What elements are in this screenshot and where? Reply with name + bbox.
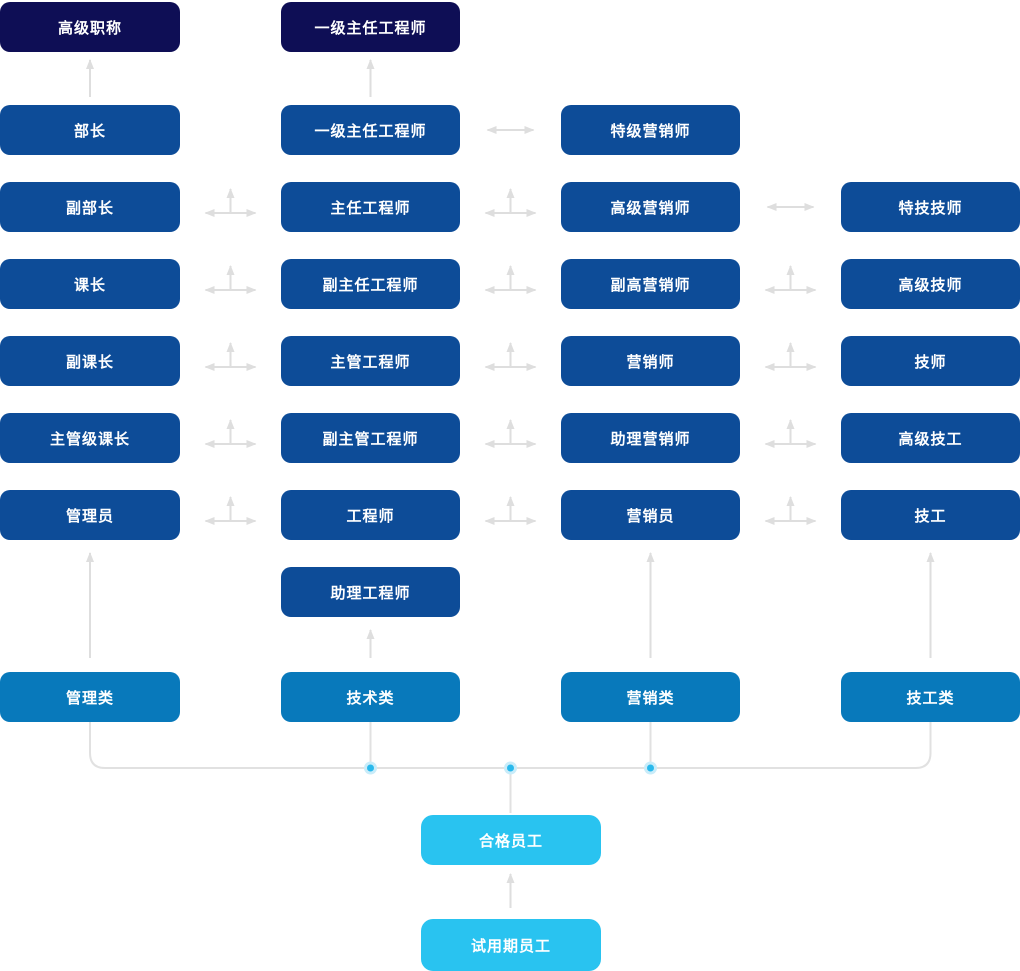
category-box-technical: 技术类 (281, 672, 460, 722)
level-box-management-r0: 高级职称 (0, 2, 180, 52)
threeway-arrow (484, 342, 537, 371)
threeway-arrow (484, 419, 537, 448)
threeway-arrow (764, 496, 817, 525)
threeway-arrow (764, 419, 817, 448)
qualified-employee-box: 合格员工 (421, 815, 601, 865)
level-box-management-r5: 主管级课长 (0, 413, 180, 463)
level-box-worker-r6: 技工 (841, 490, 1020, 540)
threeway-arrow (484, 265, 537, 294)
level-box-technical-r7: 助理工程师 (281, 567, 460, 617)
threeway-arrow (764, 265, 817, 294)
level-box-marketing-r3: 副高营销师 (561, 259, 740, 309)
level-box-technical-r4: 主管工程师 (281, 336, 460, 386)
category-box-management: 管理类 (0, 672, 180, 722)
level-box-technical-r5: 副主管工程师 (281, 413, 460, 463)
level-box-technical-r6: 工程师 (281, 490, 460, 540)
threeway-arrow (484, 496, 537, 525)
level-box-technical-r3: 副主任工程师 (281, 259, 460, 309)
level-box-management-r3: 课长 (0, 259, 180, 309)
category-box-marketing: 营销类 (561, 672, 740, 722)
level-box-management-r4: 副课长 (0, 336, 180, 386)
threeway-arrow (204, 265, 257, 294)
threeway-arrow (204, 342, 257, 371)
level-box-marketing-r2: 高级营销师 (561, 182, 740, 232)
threeway-arrow (204, 496, 257, 525)
threeway-arrow (484, 188, 537, 217)
level-box-marketing-r6: 营销员 (561, 490, 740, 540)
level-box-marketing-r4: 营销师 (561, 336, 740, 386)
level-box-management-r6: 管理员 (0, 490, 180, 540)
level-box-worker-r4: 技师 (841, 336, 1020, 386)
threeway-arrow (204, 188, 257, 217)
probation-employee-box: 试用期员工 (421, 919, 601, 971)
level-box-worker-r3: 高级技师 (841, 259, 1020, 309)
level-box-technical-r0: 一级主任工程师 (281, 2, 460, 52)
junction-dot (364, 761, 377, 775)
junction-dot (504, 761, 517, 775)
level-box-worker-r2: 特技技师 (841, 182, 1020, 232)
level-box-worker-r5: 高级技工 (841, 413, 1020, 463)
junction-dot (644, 761, 657, 775)
level-box-marketing-r5: 助理营销师 (561, 413, 740, 463)
level-box-management-r2: 副部长 (0, 182, 180, 232)
level-box-technical-r1: 一级主任工程师 (281, 105, 460, 155)
level-box-technical-r2: 主任工程师 (281, 182, 460, 232)
level-box-management-r1: 部长 (0, 105, 180, 155)
threeway-arrow (764, 342, 817, 371)
threeway-arrow (204, 419, 257, 448)
level-box-marketing-r1: 特级营销师 (561, 105, 740, 155)
category-box-worker: 技工类 (841, 672, 1020, 722)
